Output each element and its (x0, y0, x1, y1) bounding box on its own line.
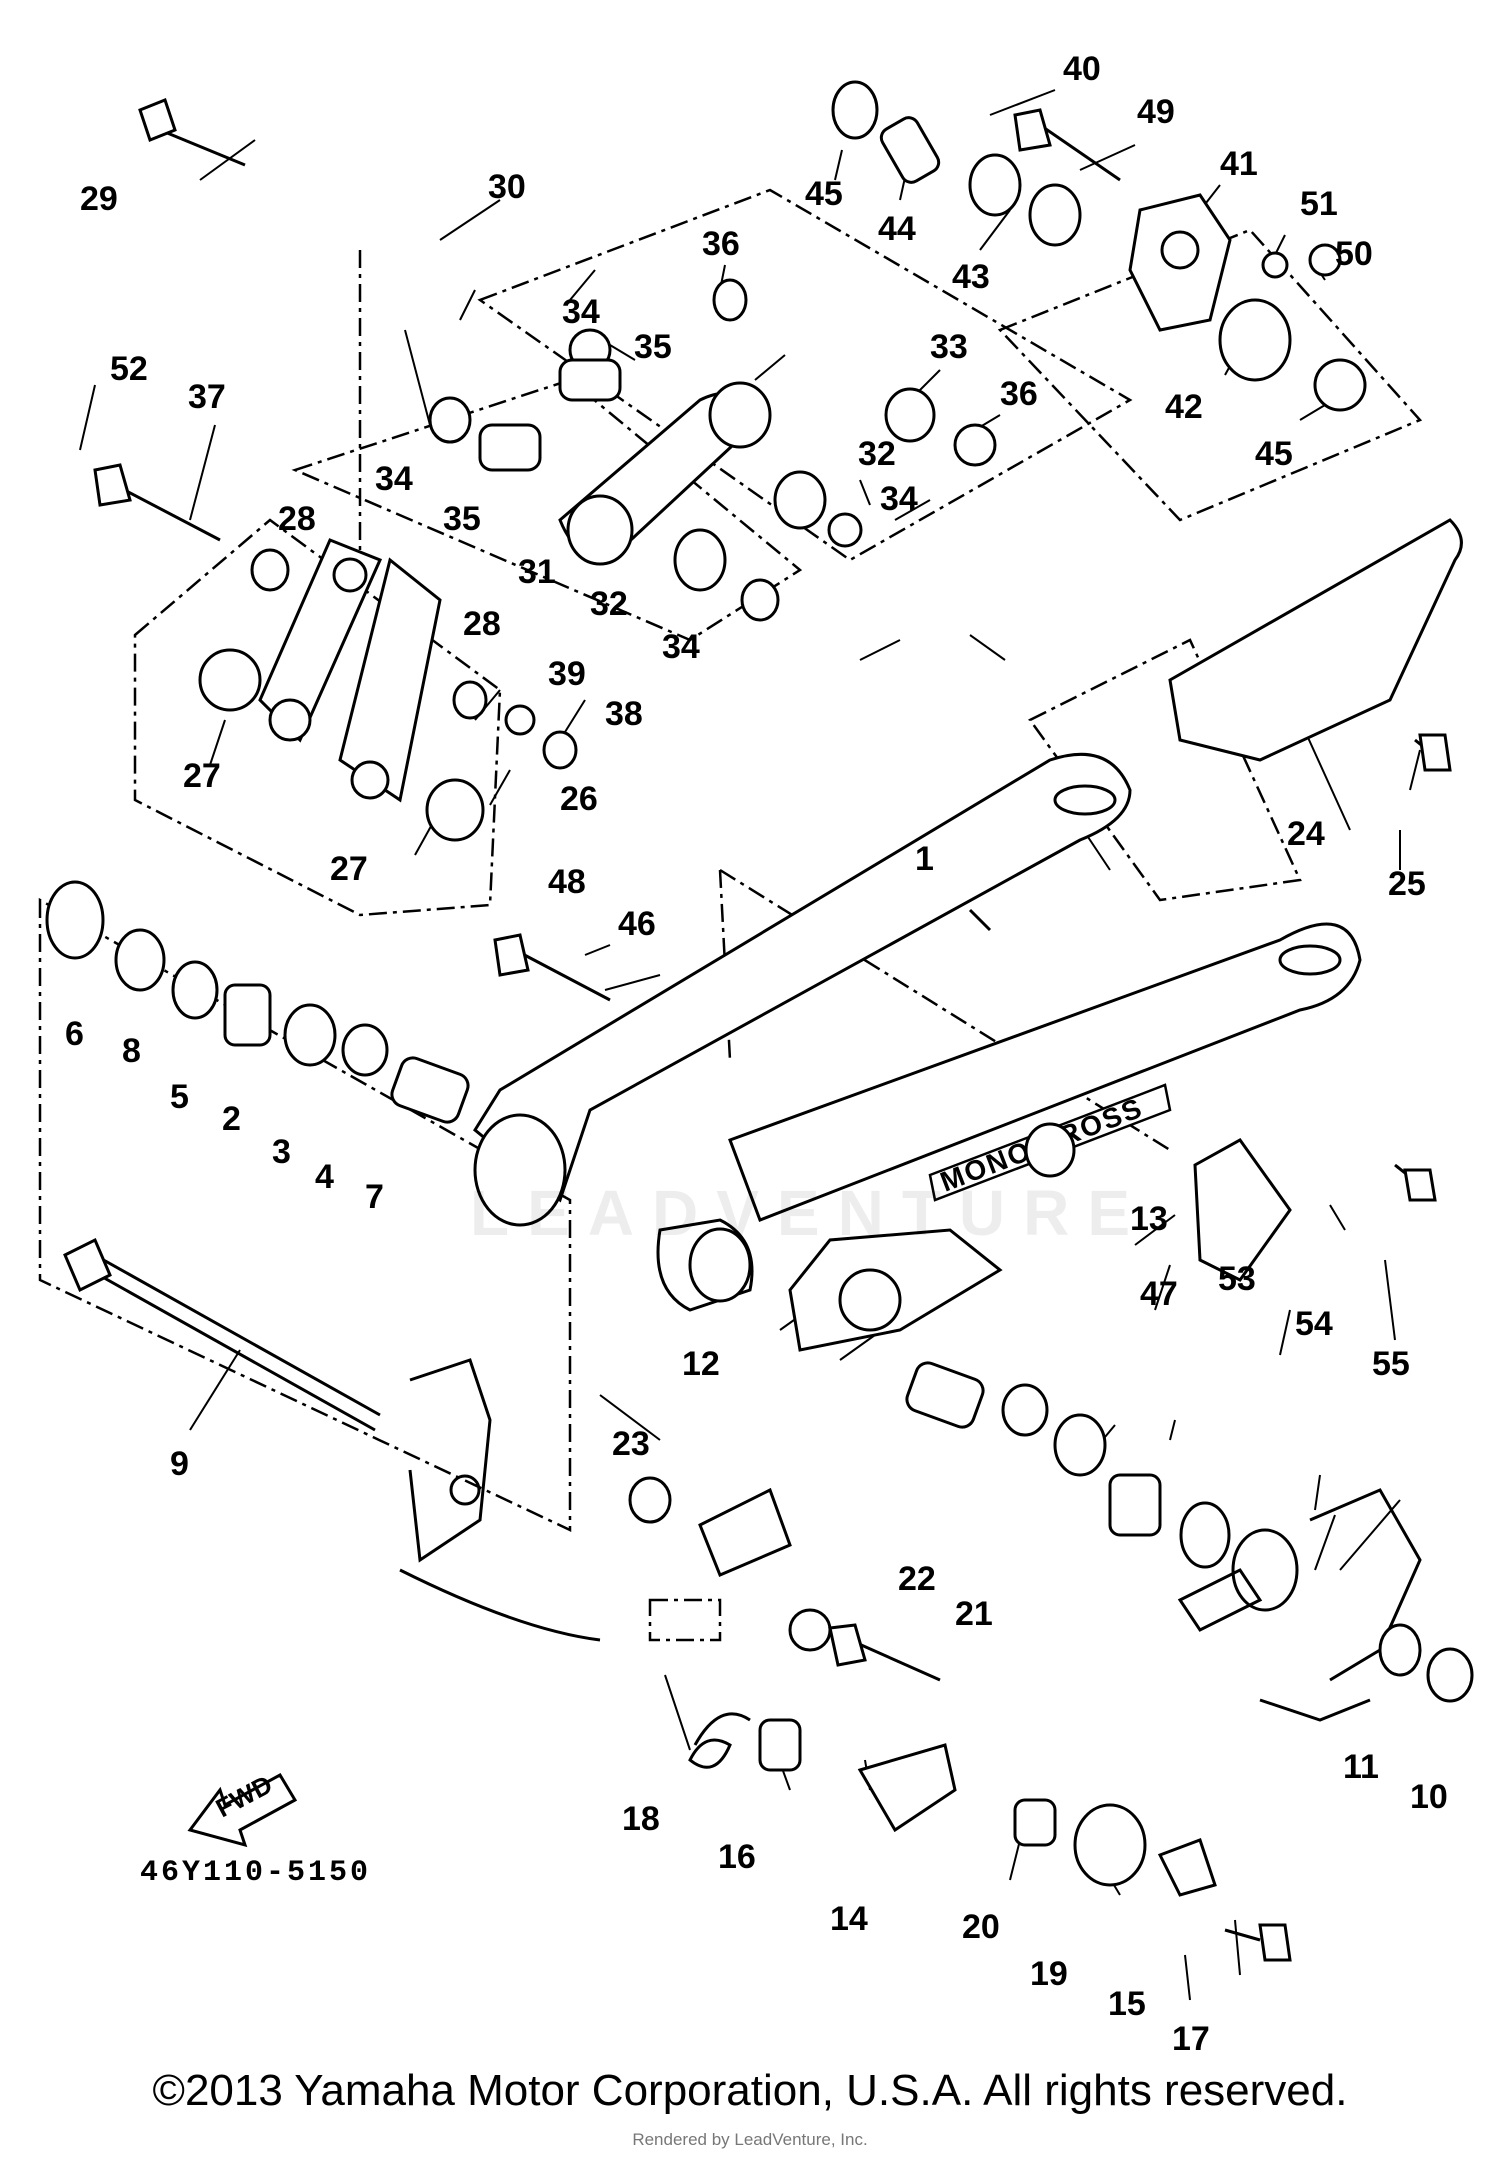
watermark: LEADVENTURE (470, 1177, 1149, 1249)
callout-16: 16 (718, 1838, 756, 1876)
callout-4: 4 (315, 1158, 334, 1196)
callout-47: 47 (1140, 1275, 1178, 1313)
callout-34c: 34 (880, 480, 918, 518)
fwd-arrow: FWD (187, 1769, 298, 1848)
callout-5: 5 (170, 1078, 189, 1116)
callout-48: 48 (548, 863, 586, 901)
callout-27: 27 (183, 757, 221, 795)
callout-39: 39 (548, 655, 586, 693)
callout-32b: 32 (590, 585, 628, 623)
callout-50: 50 (1335, 235, 1373, 273)
leader-lines (79, 89, 1421, 2001)
render-credit: Rendered by LeadVenture, Inc. (632, 2130, 868, 2149)
callout-41: 41 (1220, 145, 1258, 183)
callout-2: 2 (222, 1100, 241, 1138)
callout-55: 55 (1372, 1345, 1410, 1383)
callout-32: 32 (858, 435, 896, 473)
callout-36b: 36 (1000, 375, 1038, 413)
callout-43: 43 (952, 258, 990, 296)
callout-8: 8 (122, 1032, 141, 1070)
callout-34: 34 (562, 293, 600, 331)
callout-45: 45 (805, 175, 843, 213)
callout-40: 40 (1063, 50, 1101, 88)
callout-35: 35 (634, 328, 672, 366)
diagram-code: 46Y110-5150 (140, 1856, 371, 1890)
frame-section-right (1259, 1488, 1422, 1722)
shock-bracket (1128, 193, 1232, 332)
callout-7: 7 (365, 1178, 384, 1216)
connecting-rod (558, 381, 772, 566)
callout-42: 42 (1165, 388, 1203, 426)
callout-34b: 34 (375, 460, 413, 498)
callout-6: 6 (65, 1015, 84, 1053)
relay-arm (258, 538, 442, 803)
callout-15: 15 (1108, 1985, 1146, 2023)
callout-9: 9 (170, 1445, 189, 1483)
callout-17: 17 (1172, 2020, 1210, 2058)
chain-guide (1168, 518, 1463, 762)
callout-numbers: 1 2 3 4 5 6 7 8 9 10 11 12 13 14 15 16 1… (65, 50, 1448, 2058)
copyright-notice: ©2013 Yamaha Motor Corporation, U.S.A. A… (152, 2066, 1348, 2115)
callout-28: 28 (278, 500, 316, 538)
callout-13: 13 (1130, 1200, 1168, 1238)
callout-53: 53 (1218, 1260, 1256, 1298)
callout-31: 31 (518, 553, 556, 591)
swingarm-lower-arm (656, 1218, 1003, 1352)
callout-23: 23 (612, 1425, 650, 1463)
callout-37: 37 (188, 378, 226, 416)
callout-52: 52 (110, 350, 148, 388)
bushings-and-washers (45, 80, 1474, 1887)
callout-14: 14 (830, 1900, 868, 1938)
callout-49: 49 (1137, 93, 1175, 131)
callout-28b: 28 (463, 605, 501, 643)
callout-45b: 45 (1255, 435, 1293, 473)
callout-21: 21 (955, 1595, 993, 1633)
frame-section-left (399, 1358, 601, 1642)
callout-25: 25 (1388, 865, 1426, 903)
swingarm-upper-arm (473, 752, 1362, 1227)
callout-54: 54 (1295, 1305, 1333, 1343)
callout-3: 3 (272, 1133, 291, 1171)
callout-1: 1 (915, 840, 934, 878)
pivot-shaft (63, 1237, 381, 1432)
callout-38: 38 (605, 695, 643, 733)
callout-35b: 35 (443, 500, 481, 538)
bolts (93, 98, 1452, 1962)
callout-19: 19 (1030, 1955, 1068, 1993)
callout-24: 24 (1287, 815, 1325, 853)
callout-27b: 27 (330, 850, 368, 888)
callout-18: 18 (622, 1800, 660, 1838)
callout-10: 10 (1410, 1778, 1448, 1816)
callout-46: 46 (618, 905, 656, 943)
callout-12: 12 (682, 1345, 720, 1383)
callout-36: 36 (702, 225, 740, 263)
callout-30: 30 (488, 168, 526, 206)
callout-29: 29 (80, 180, 118, 218)
callout-20: 20 (962, 1908, 1000, 1946)
callout-51: 51 (1300, 185, 1338, 223)
callout-11: 11 (1343, 1748, 1379, 1786)
callout-33: 33 (930, 328, 968, 366)
callout-44: 44 (878, 210, 916, 248)
callout-22: 22 (898, 1560, 936, 1598)
callout-26: 26 (560, 780, 598, 818)
callout-34d: 34 (662, 628, 700, 666)
misc-brackets (688, 1138, 1292, 1897)
